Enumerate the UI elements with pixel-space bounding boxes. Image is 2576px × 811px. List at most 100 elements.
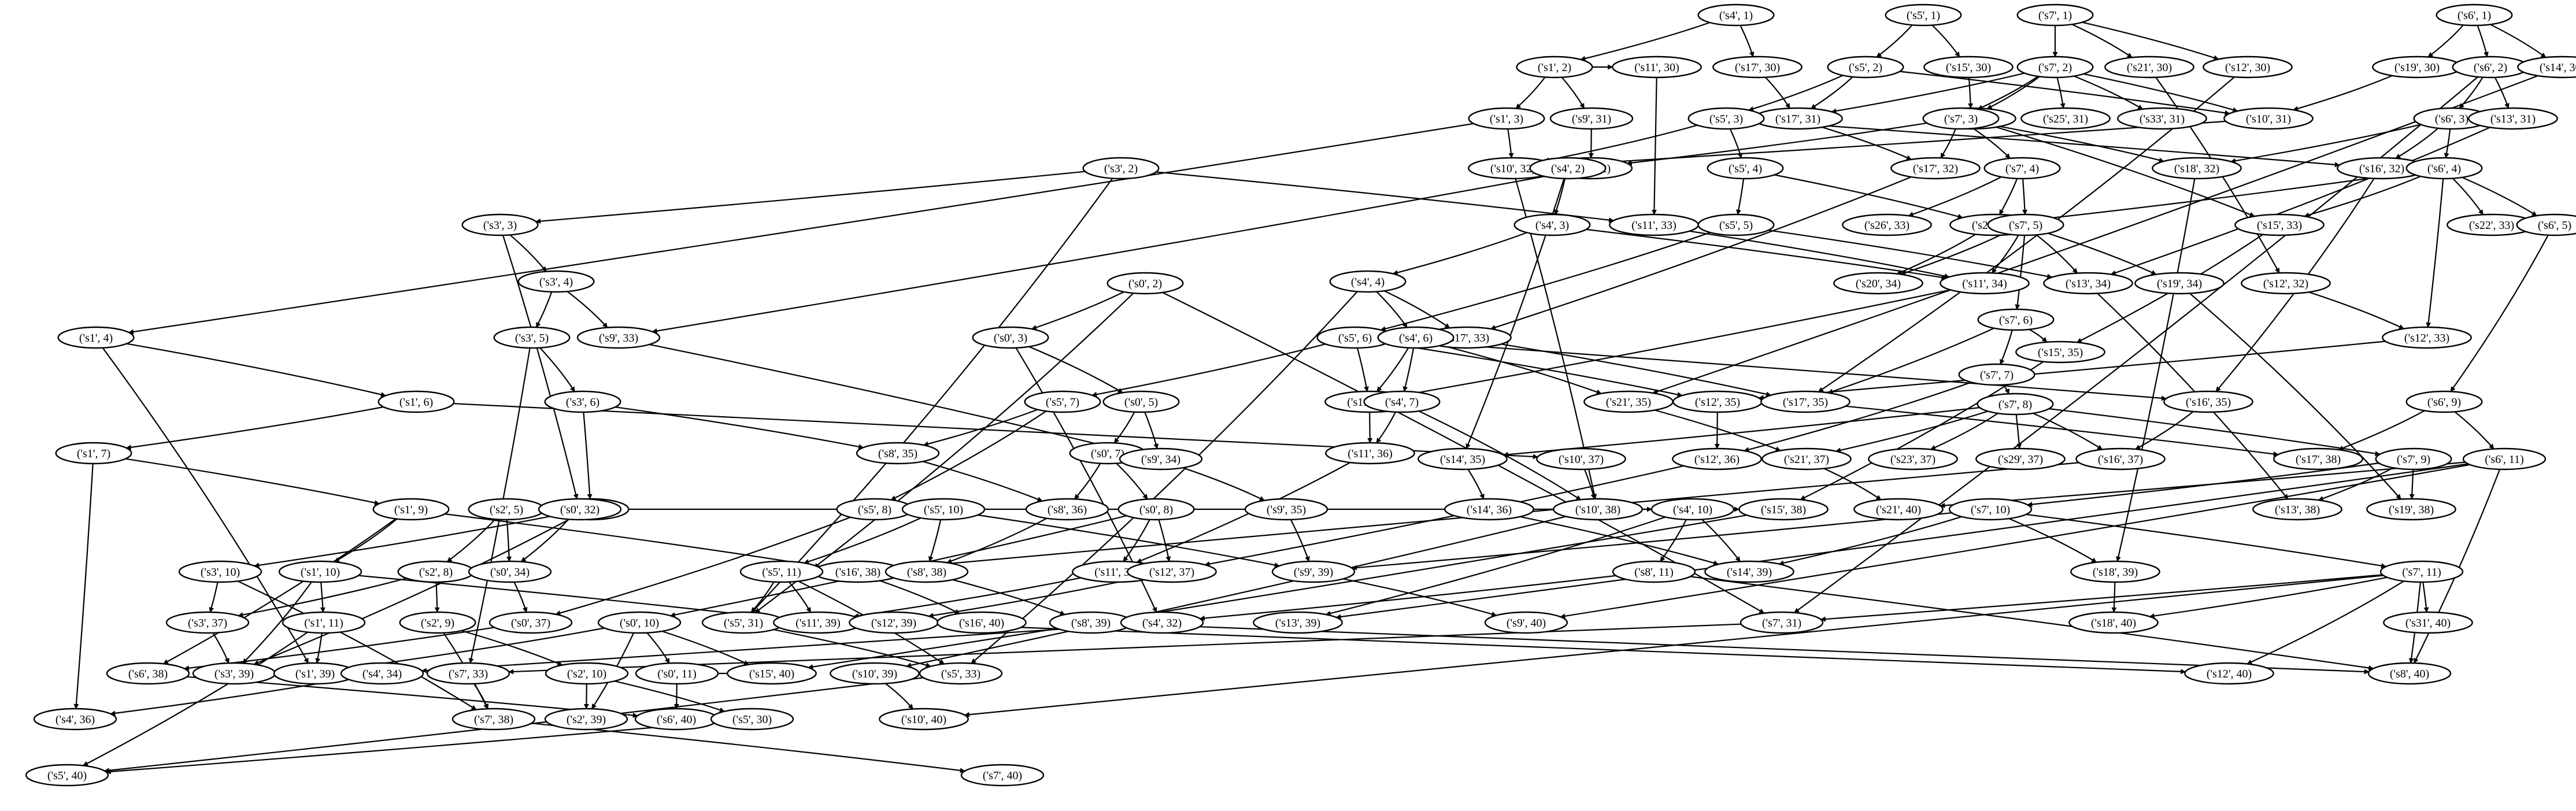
graph-edge xyxy=(2035,234,2078,274)
graph-node: ('s4', 1) xyxy=(1697,3,1775,27)
graph-node: ('s3', 39) xyxy=(192,662,276,685)
graph-node-ellipse xyxy=(1672,447,1762,471)
graph-node-ellipse xyxy=(1484,611,1568,634)
graph-node-label: ('s17', 33) xyxy=(1444,332,1489,345)
graph-edge xyxy=(520,519,569,562)
graph-edge xyxy=(853,577,1082,619)
graph-edge xyxy=(1158,519,1171,562)
graph-node: ('s7', 7) xyxy=(1958,363,2035,386)
graph-edge xyxy=(73,463,94,709)
graph-node: ('s13', 31) xyxy=(2468,107,2558,130)
graph-edge xyxy=(923,409,1038,447)
graph-edge xyxy=(1998,178,2018,215)
graph-edge xyxy=(209,582,219,613)
graph-edge xyxy=(2056,77,2066,109)
graph-node-label: ('s7', 33) xyxy=(449,668,488,680)
graph-edge xyxy=(2111,582,2117,613)
graph-node-ellipse xyxy=(1948,498,2033,521)
graph-node-label: ('s16', 32) xyxy=(2359,162,2404,175)
graph-node: ('s8', 39) xyxy=(1049,611,1133,634)
graph-edge xyxy=(2116,178,2196,562)
graph-node-label: ('s9', 40) xyxy=(1507,617,1546,629)
graph-node: ('s5', 7) xyxy=(1024,390,1101,413)
graph-node-label: ('s4', 3) xyxy=(1535,219,1569,232)
graph-edge xyxy=(315,632,323,664)
graph-node: ('s7', 9) xyxy=(2375,447,2452,471)
graph-node-ellipse xyxy=(2516,213,2576,236)
graph-node-label: ('s10', 40) xyxy=(901,713,946,726)
graph-node-label: ('s2', 8) xyxy=(419,566,453,579)
graph-edge xyxy=(1091,343,1326,397)
graph-node-label: ('s0', 34) xyxy=(490,566,530,579)
graph-edge xyxy=(1736,178,1745,215)
graph-edge xyxy=(751,177,1113,613)
graph-node-ellipse xyxy=(106,662,190,685)
graph-edge xyxy=(1116,462,1148,500)
graph-edge xyxy=(1876,24,1913,58)
graph-edge xyxy=(2426,178,2444,328)
graph-node-label: ('s7', 11) xyxy=(2402,566,2441,579)
graph-node-label: ('s1', 10) xyxy=(301,566,340,579)
graph-node-label: ('s5', 30) xyxy=(732,713,772,726)
graph-node-ellipse xyxy=(1513,213,1591,236)
graph-node: ('s16', 32) xyxy=(2337,157,2427,180)
graph-node: ('s6', 40) xyxy=(634,708,719,731)
graph-node-ellipse xyxy=(1885,3,1962,27)
graph-node-label: ('s7', 4) xyxy=(2005,162,2039,175)
graph-node-ellipse xyxy=(1761,447,1852,471)
graph-node-label: ('s6', 4) xyxy=(2427,162,2461,175)
graph-node-label: ('s8', 36) xyxy=(1048,503,1087,516)
graph-node-label: ('s10', 32) xyxy=(1490,162,1535,175)
graph-node: ('s14', 30) xyxy=(2517,55,2576,79)
graph-node: ('s1', 39) xyxy=(273,662,357,685)
graph-node: ('s12', 37) xyxy=(1127,560,1217,583)
graph-node-label: ('s5', 8) xyxy=(858,503,891,516)
graph-node-ellipse xyxy=(727,662,817,685)
graph-node-label: ('s21', 40) xyxy=(1876,503,1921,516)
graph-node: ('s19', 38) xyxy=(2366,498,2456,521)
graph-edge xyxy=(1290,519,1310,562)
graph-node: ('s17', 35) xyxy=(1760,390,1850,413)
graph-edge xyxy=(1930,413,1998,450)
graph-edge xyxy=(2450,235,2549,392)
graph-node-ellipse xyxy=(2117,107,2207,130)
graph-node-ellipse xyxy=(468,560,552,583)
graph-edge xyxy=(1376,291,1408,328)
graph-node: ('s11', 39) xyxy=(773,611,863,634)
graph-node: ('s7', 8) xyxy=(1977,392,2054,416)
graph-edge xyxy=(2427,24,2464,58)
graph-node: ('s8', 38) xyxy=(884,560,969,583)
graph-node-ellipse xyxy=(1536,447,1626,471)
graph-node-label: ('s10', 38) xyxy=(1575,503,1620,516)
graph-node-ellipse xyxy=(2163,390,2253,413)
graph-node-label: ('s5', 33) xyxy=(941,668,980,680)
graph-node-label: ('s25', 31) xyxy=(2043,113,2088,125)
graph-node-label: ('s33', 31) xyxy=(2140,113,2185,125)
graph-edge xyxy=(2413,469,2501,664)
graph-edge xyxy=(1588,128,1594,158)
graph-node: ('s1', 9) xyxy=(372,498,450,521)
graph-node-label: ('s8', 38) xyxy=(907,566,946,579)
graph-node: ('s4', 6) xyxy=(1377,326,1454,349)
graph-node: ('s5', 4) xyxy=(1707,157,1784,180)
graph-edge xyxy=(2003,384,2010,395)
graph-node: ('s17', 30) xyxy=(1712,55,1803,79)
graph-node-ellipse xyxy=(1975,447,2066,471)
graph-node: ('s9', 33) xyxy=(576,326,661,349)
graph-edge xyxy=(1554,178,1566,215)
graph-node-label: ('s16', 40) xyxy=(959,617,1004,629)
graph-edge xyxy=(1822,127,1912,160)
graph-edge xyxy=(508,623,1741,675)
graph-edge xyxy=(1343,578,1497,617)
graph-edge xyxy=(555,516,851,616)
graph-node: ('s15', 38) xyxy=(1738,498,1829,521)
graph-edge xyxy=(2308,291,2404,329)
graph-node-label: ('s5', 1) xyxy=(1907,9,1940,22)
graph-node: ('s0', 2) xyxy=(1106,272,1184,295)
graph-edge xyxy=(237,580,477,710)
graph-node-label: ('s6', 9) xyxy=(2427,396,2461,409)
graph-edge xyxy=(885,683,914,710)
graph-edge xyxy=(2477,25,2489,57)
graph-edge xyxy=(1744,382,1972,453)
